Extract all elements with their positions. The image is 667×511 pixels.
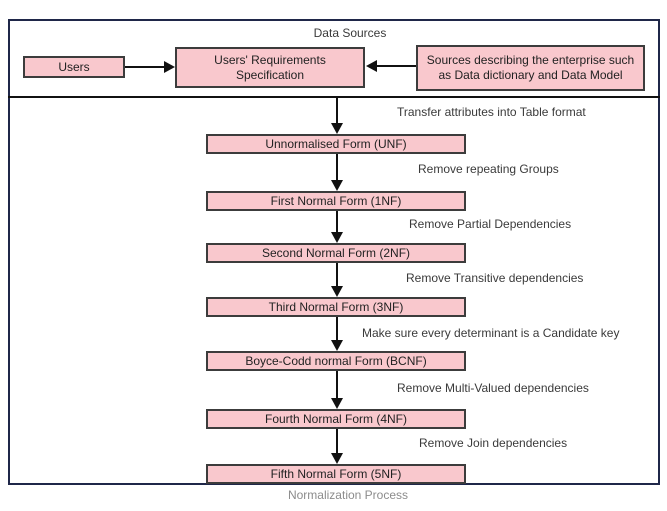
flow-box-4nf: Fourth Normal Form (4NF) — [206, 409, 466, 429]
diagram-caption: Normalization Process — [287, 488, 409, 502]
arrow-down-icon — [331, 340, 343, 351]
flow-line-3 — [336, 211, 338, 232]
flow-line-1 — [336, 98, 338, 123]
enterprise-sources-box: Sources describing the enterprise such a… — [416, 45, 645, 91]
users-box: Users — [23, 56, 125, 78]
step-label-remove-repeating-groups: Remove repeating Groups — [418, 162, 559, 176]
arrow-right-icon — [164, 61, 175, 73]
users-box-label: Users — [58, 59, 90, 74]
flow-box-bcnf: Boyce-Codd normal Form (BCNF) — [206, 351, 466, 371]
requirements-box-label-line1: Users' Requirements — [214, 52, 326, 67]
step-label-remove-multivalued-deps: Remove Multi-Valued dependencies — [397, 381, 589, 395]
arrow-left-icon — [366, 60, 377, 72]
flow-box-3nf: Third Normal Form (3NF) — [206, 297, 466, 317]
arrow-down-icon — [331, 398, 343, 409]
flow-line-4 — [336, 263, 338, 286]
flow-line-5 — [336, 317, 338, 340]
arrow-down-icon — [331, 453, 343, 464]
step-label-remove-transitive-deps: Remove Transitive dependencies — [406, 271, 584, 285]
arrow-down-icon — [331, 286, 343, 297]
requirements-box-label-line2: Specification — [235, 67, 305, 82]
data-sources-divider-line — [8, 96, 660, 98]
data-sources-title: Data Sources — [313, 26, 387, 40]
step-label-transfer-attributes: Transfer attributes into Table format — [397, 105, 586, 119]
flow-box-5nf: Fifth Normal Form (5NF) — [206, 464, 466, 484]
flow-box-1nf: First Normal Form (1NF) — [206, 191, 466, 211]
arrow-down-icon — [331, 232, 343, 243]
step-label-remove-join-deps: Remove Join dependencies — [419, 436, 568, 450]
flow-line-7 — [336, 429, 338, 453]
flow-line-2 — [336, 154, 338, 180]
step-label-remove-partial-deps: Remove Partial Dependencies — [409, 217, 572, 231]
sources-box-label-line1: Sources describing the enterprise such — [426, 53, 635, 67]
arrow-down-icon — [331, 123, 343, 134]
users-to-requirements-line — [125, 66, 167, 68]
sources-to-requirements-line — [377, 65, 416, 67]
sources-box-label-line2: as Data dictionary and Data Model — [438, 68, 623, 82]
flow-line-6 — [336, 371, 338, 398]
requirements-specification-box: Users' Requirements Specification — [175, 47, 365, 88]
arrow-down-icon — [331, 180, 343, 191]
flow-box-unf: Unnormalised Form (UNF) — [206, 134, 466, 154]
flow-box-2nf: Second Normal Form (2NF) — [206, 243, 466, 263]
step-label-determinant-candidate-key: Make sure every determinant is a Candida… — [362, 326, 620, 340]
